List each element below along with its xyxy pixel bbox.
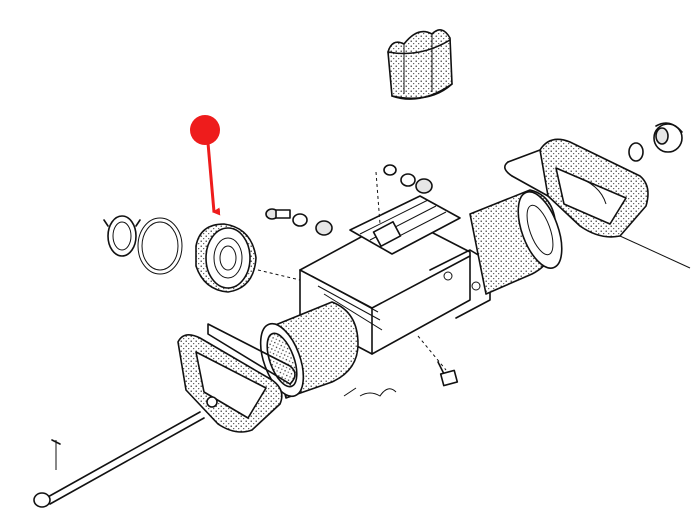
top-washers: [375, 164, 433, 225]
filter-element-right: [469, 189, 563, 295]
long-bolt: [33, 411, 205, 508]
right-fitting: [628, 122, 683, 162]
mount-bolt: [417, 335, 459, 387]
leader-line: [257, 269, 301, 281]
highlight-marker: [190, 115, 221, 216]
hose-clamp: [103, 215, 141, 257]
part-stamp: [343, 387, 397, 397]
rubber-boot-part: [387, 29, 453, 100]
right-end-cover: [504, 138, 691, 269]
small-bolt: [265, 208, 333, 236]
left-end-cover: [177, 323, 296, 433]
filter-element-left: [259, 301, 359, 399]
intake-pipe-flange: [195, 223, 257, 293]
o-ring: [137, 217, 183, 275]
